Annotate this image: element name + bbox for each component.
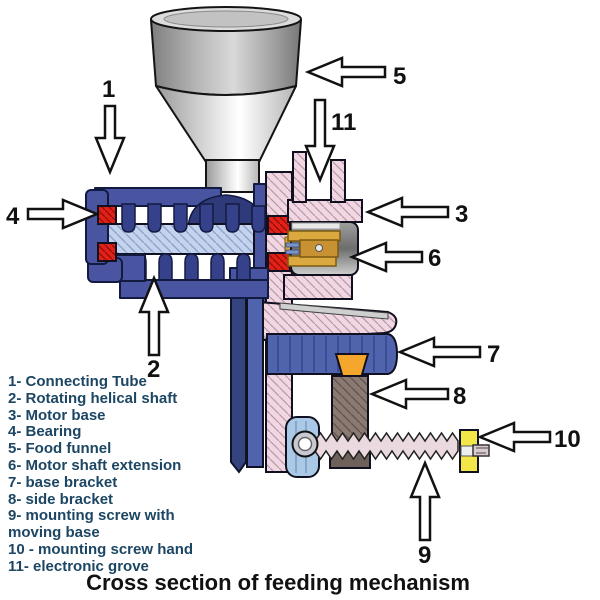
callout-arrow-3 <box>364 196 450 228</box>
callout-number-8: 8 <box>453 383 466 410</box>
legend-item-4: 4- Bearing <box>8 423 82 441</box>
callout-arrow-4 <box>26 198 101 230</box>
funnel-neck <box>205 159 260 193</box>
legend-item-3: 3- Motor base <box>8 406 106 424</box>
callout-number-9: 9 <box>418 542 431 569</box>
legend-item-8: 8- side bracket <box>8 490 114 508</box>
callouts: 1 2 3 4 5 6 7 8 9 10 11 <box>6 56 581 569</box>
legend-item-5: 5- Food funnel <box>8 440 112 458</box>
base-bracket <box>266 333 399 375</box>
motor-base <box>253 151 398 473</box>
electronic-groove <box>292 151 346 203</box>
food-funnel <box>150 6 302 193</box>
callout-arrow-8 <box>368 378 450 410</box>
legend: 1- Connecting Tube 2- Rotating helical s… <box>8 373 258 576</box>
legend-item-10: 10 - mounting screw hand <box>8 540 194 558</box>
tube-bottom-bar <box>119 279 269 299</box>
connecting-tube <box>85 187 269 299</box>
callout-number-2: 2 <box>147 356 160 383</box>
callout-number-6: 6 <box>428 245 441 272</box>
motor-shaft-extension <box>285 230 341 267</box>
legend-item-11: 11- electronic grove <box>8 557 149 575</box>
helical-fins-top <box>121 203 266 233</box>
bearing-left-lower <box>97 242 117 262</box>
callout-arrow-7 <box>396 336 482 368</box>
callout-number-3: 3 <box>455 201 468 228</box>
callout-number-11: 11 <box>331 109 356 136</box>
callout-number-10: 10 <box>554 426 581 453</box>
callout-arrow-10 <box>476 421 552 453</box>
mounting-screw <box>314 431 459 461</box>
screw-hand <box>459 429 490 473</box>
callout-number-7: 7 <box>487 341 500 368</box>
bearing-left-upper <box>97 205 117 225</box>
legend-item-6: 6- Motor shaft extension <box>8 456 182 474</box>
callout-arrow-1 <box>94 104 126 176</box>
callout-arrow-9 <box>409 459 441 542</box>
legend-item-9-cont: moving base <box>8 524 100 542</box>
legend-item-7: 7- base bracket <box>8 473 118 491</box>
diagram-title: Cross section of feeding mechanism <box>86 570 470 595</box>
legend-item-1: 1- Connecting Tube <box>8 373 147 390</box>
legend-item-2: 2- Rotating helical shaft <box>8 389 178 407</box>
callout-arrow-11 <box>304 98 336 184</box>
legend-item-9: 9- mounting screw with <box>8 507 175 525</box>
callout-arrow-2 <box>138 274 170 357</box>
bearing-right-upper <box>267 215 291 235</box>
callout-arrow-6 <box>348 241 424 273</box>
callout-number-4: 4 <box>6 203 20 230</box>
bearing-right-lower <box>267 252 291 272</box>
callout-arrow-5 <box>304 56 387 88</box>
callout-number-5: 5 <box>393 63 406 90</box>
callout-number-1: 1 <box>102 76 115 103</box>
mounting-screw-assembly <box>285 416 490 478</box>
motor-base-plate <box>257 300 398 342</box>
